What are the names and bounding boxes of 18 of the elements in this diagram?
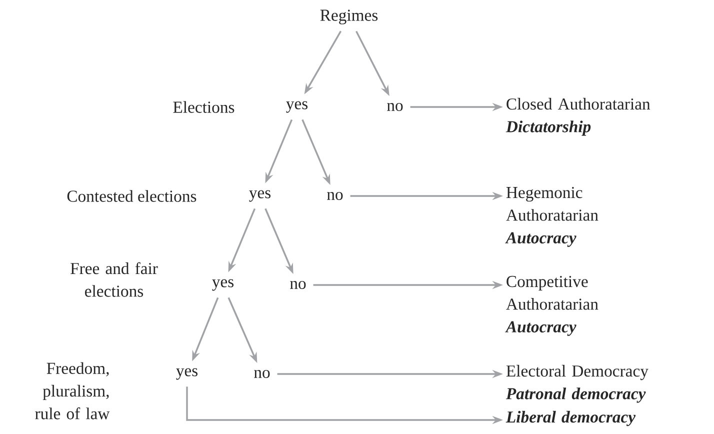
outcome-text: Liberal democracy <box>506 410 636 426</box>
outcome-text: Closed Authoratarian Dictatorship <box>506 98 650 136</box>
row-label: Elections <box>173 101 234 113</box>
row-label: Contested elections <box>67 190 196 202</box>
decision-text: no <box>327 192 343 200</box>
decision-text: yes <box>212 279 234 291</box>
decision-text: yes <box>286 101 308 113</box>
row-label: Free and fair elections <box>70 262 158 297</box>
decision-text: yes <box>176 368 198 380</box>
decision-text: yes <box>249 190 270 202</box>
row-label: Freedom, pluralism, rule of law <box>35 362 110 420</box>
decision-text: no <box>290 280 306 289</box>
decision-text: Regimes <box>320 10 378 24</box>
outcome-text: Electoral Democracy Patronal democracy <box>506 364 648 403</box>
outcome-text: Competitive Authoratarian Autocracy <box>505 276 598 336</box>
decision-text: no <box>387 102 403 111</box>
decision-text: no <box>254 370 270 378</box>
outcome-text: Hegemonic Authoratarian Autocracy <box>505 186 598 247</box>
